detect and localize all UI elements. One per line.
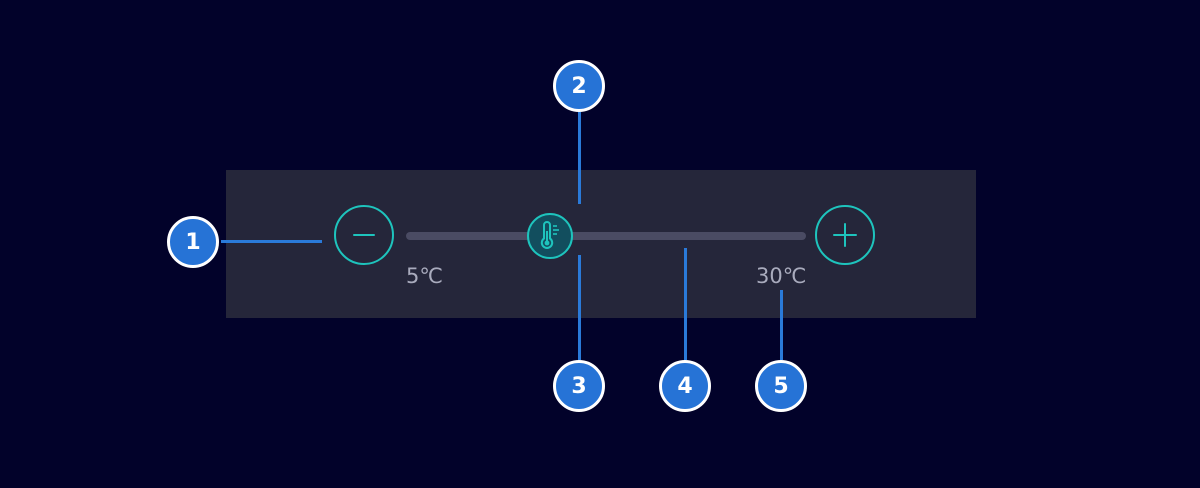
callout-line-5 [780,290,783,360]
thermometer-icon [540,221,559,249]
plus-icon [833,223,857,247]
callout-line-3 [578,255,581,360]
min-value-label: 5℃ [406,264,443,288]
callout-line-2 [578,112,581,204]
slider-thumb[interactable] [527,213,573,259]
callout-line-4 [684,248,687,360]
callout-badge-1: 1 [167,216,219,268]
slider-track[interactable] [406,232,806,240]
callout-badge-3: 3 [553,360,605,412]
max-value-label: 30℃ [756,264,807,288]
callout-badge-5: 5 [755,360,807,412]
callout-badge-4: 4 [659,360,711,412]
callout-line-1 [221,240,322,243]
minus-icon [353,234,375,236]
callout-badge-2: 2 [553,60,605,112]
decrease-button[interactable] [334,205,394,265]
increase-button[interactable] [815,205,875,265]
